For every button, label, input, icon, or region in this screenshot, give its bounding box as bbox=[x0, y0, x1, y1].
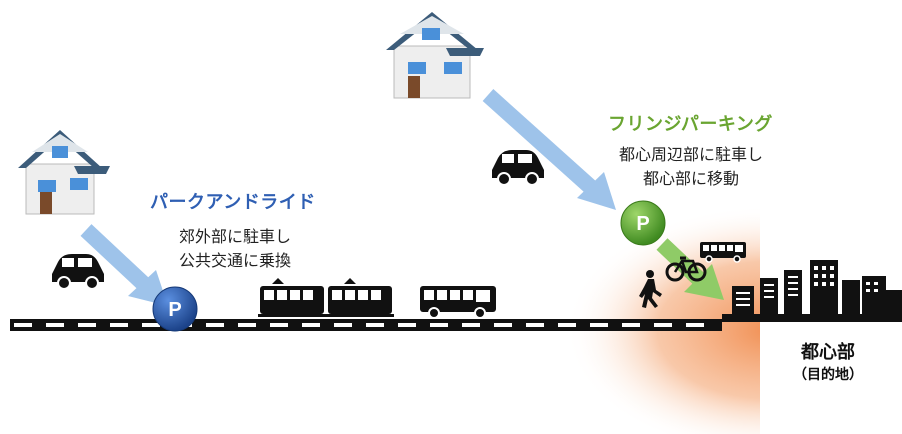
house-icon bbox=[18, 130, 110, 215]
destination-sublabel: （目的地） bbox=[793, 367, 863, 383]
parking-marker-fringe: P bbox=[620, 200, 666, 246]
pedestrian-icon bbox=[639, 270, 662, 308]
car-icon bbox=[52, 254, 104, 290]
arrow-house-to-fringe-parking bbox=[482, 89, 616, 210]
city-skyline-icon bbox=[722, 260, 902, 322]
parking-marker-label: P bbox=[636, 213, 649, 235]
parking-marker-label: P bbox=[168, 299, 181, 321]
park-and-ride-description-line1: 郊外部に駐車し bbox=[178, 227, 291, 246]
park-and-ride-description-line2: 公共交通に乗換 bbox=[178, 251, 291, 270]
fringe-parking-description-line1: 都心周辺部に駐車し bbox=[618, 145, 763, 164]
fringe-parking-title: フリンジパーキング bbox=[608, 114, 773, 135]
bus-icon bbox=[420, 286, 496, 319]
house-icon bbox=[386, 12, 484, 99]
destination-label: 都心部 bbox=[801, 342, 855, 363]
fringe-parking-description-line2: 都心部に移動 bbox=[642, 169, 739, 188]
transit-line bbox=[10, 319, 722, 331]
parking-marker-park-and-ride: P bbox=[152, 286, 198, 332]
park-and-ride-title: パークアンドライド bbox=[150, 192, 316, 213]
bicycle-icon bbox=[665, 256, 707, 282]
car-icon bbox=[492, 150, 544, 186]
bus-icon bbox=[700, 242, 746, 263]
tram-icon bbox=[258, 278, 394, 317]
